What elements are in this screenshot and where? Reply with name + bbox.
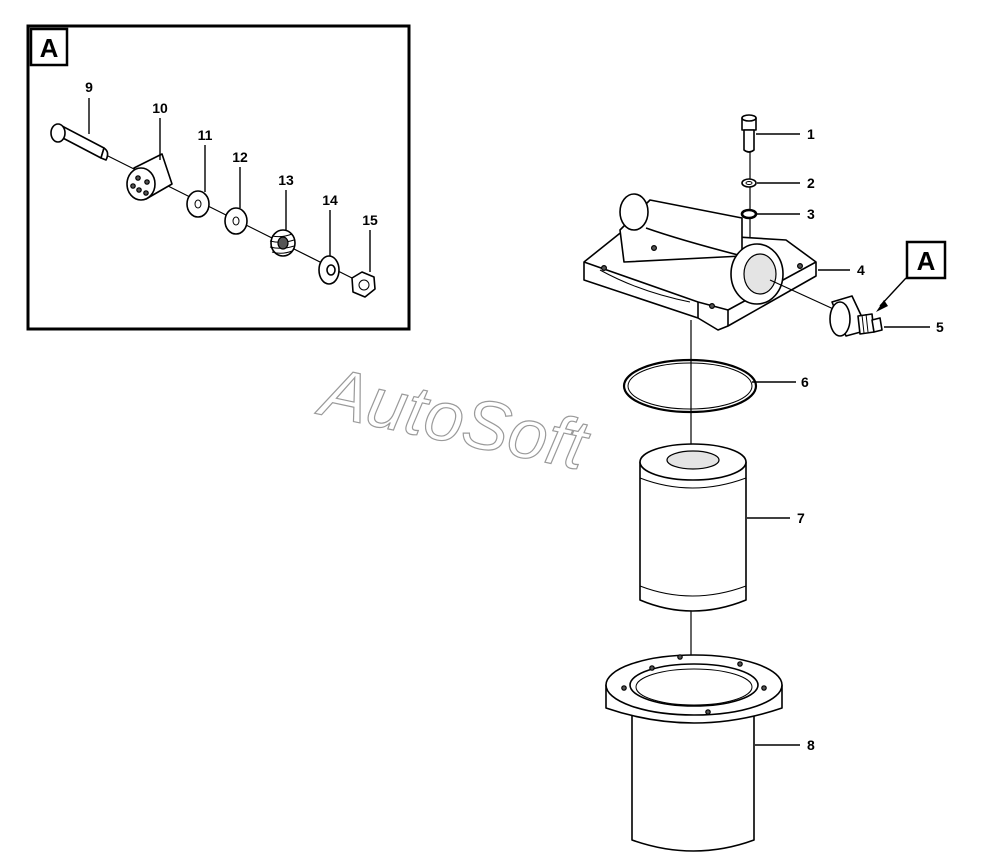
detail-box-a: A — [26, 24, 411, 331]
part-15-nut — [351, 271, 376, 298]
callout-3: 3 — [807, 206, 815, 222]
detail-reference-label: A — [917, 246, 936, 276]
callout-9: 9 — [85, 79, 93, 95]
callout-11: 11 — [198, 127, 213, 143]
part-14-washer — [318, 255, 340, 285]
callout-15: 15 — [362, 212, 378, 228]
part-4-filter-head — [583, 193, 817, 331]
part-5-valve — [769, 279, 883, 337]
callout-10: 10 — [152, 100, 168, 116]
part-2-washer — [741, 178, 757, 188]
part-3-seal — [740, 208, 758, 220]
part-11-washer — [186, 190, 210, 218]
part-13-spring — [269, 229, 296, 257]
part-12-washer — [224, 207, 248, 235]
part-1-screw — [741, 114, 757, 153]
part-7-filter-element — [639, 443, 747, 612]
callout-2: 2 — [807, 175, 815, 191]
part-8-filter-bowl — [605, 654, 783, 852]
detail-box-label: A — [40, 33, 59, 63]
part-9-bolt — [50, 123, 109, 161]
callout-8: 8 — [807, 737, 815, 753]
callout-12: 12 — [232, 149, 248, 165]
callout-6: 6 — [801, 374, 809, 390]
watermark: AutoSoft — [311, 352, 596, 485]
callout-1: 1 — [807, 126, 815, 142]
callout-4: 4 — [857, 262, 865, 278]
callout-7: 7 — [797, 510, 805, 526]
callout-14: 14 — [322, 192, 338, 208]
part-6-o-ring — [622, 358, 758, 414]
part-10-valve-body — [126, 153, 173, 201]
callout-13: 13 — [278, 172, 294, 188]
callout-5: 5 — [936, 319, 944, 335]
detail-reference-a: A — [876, 240, 947, 312]
